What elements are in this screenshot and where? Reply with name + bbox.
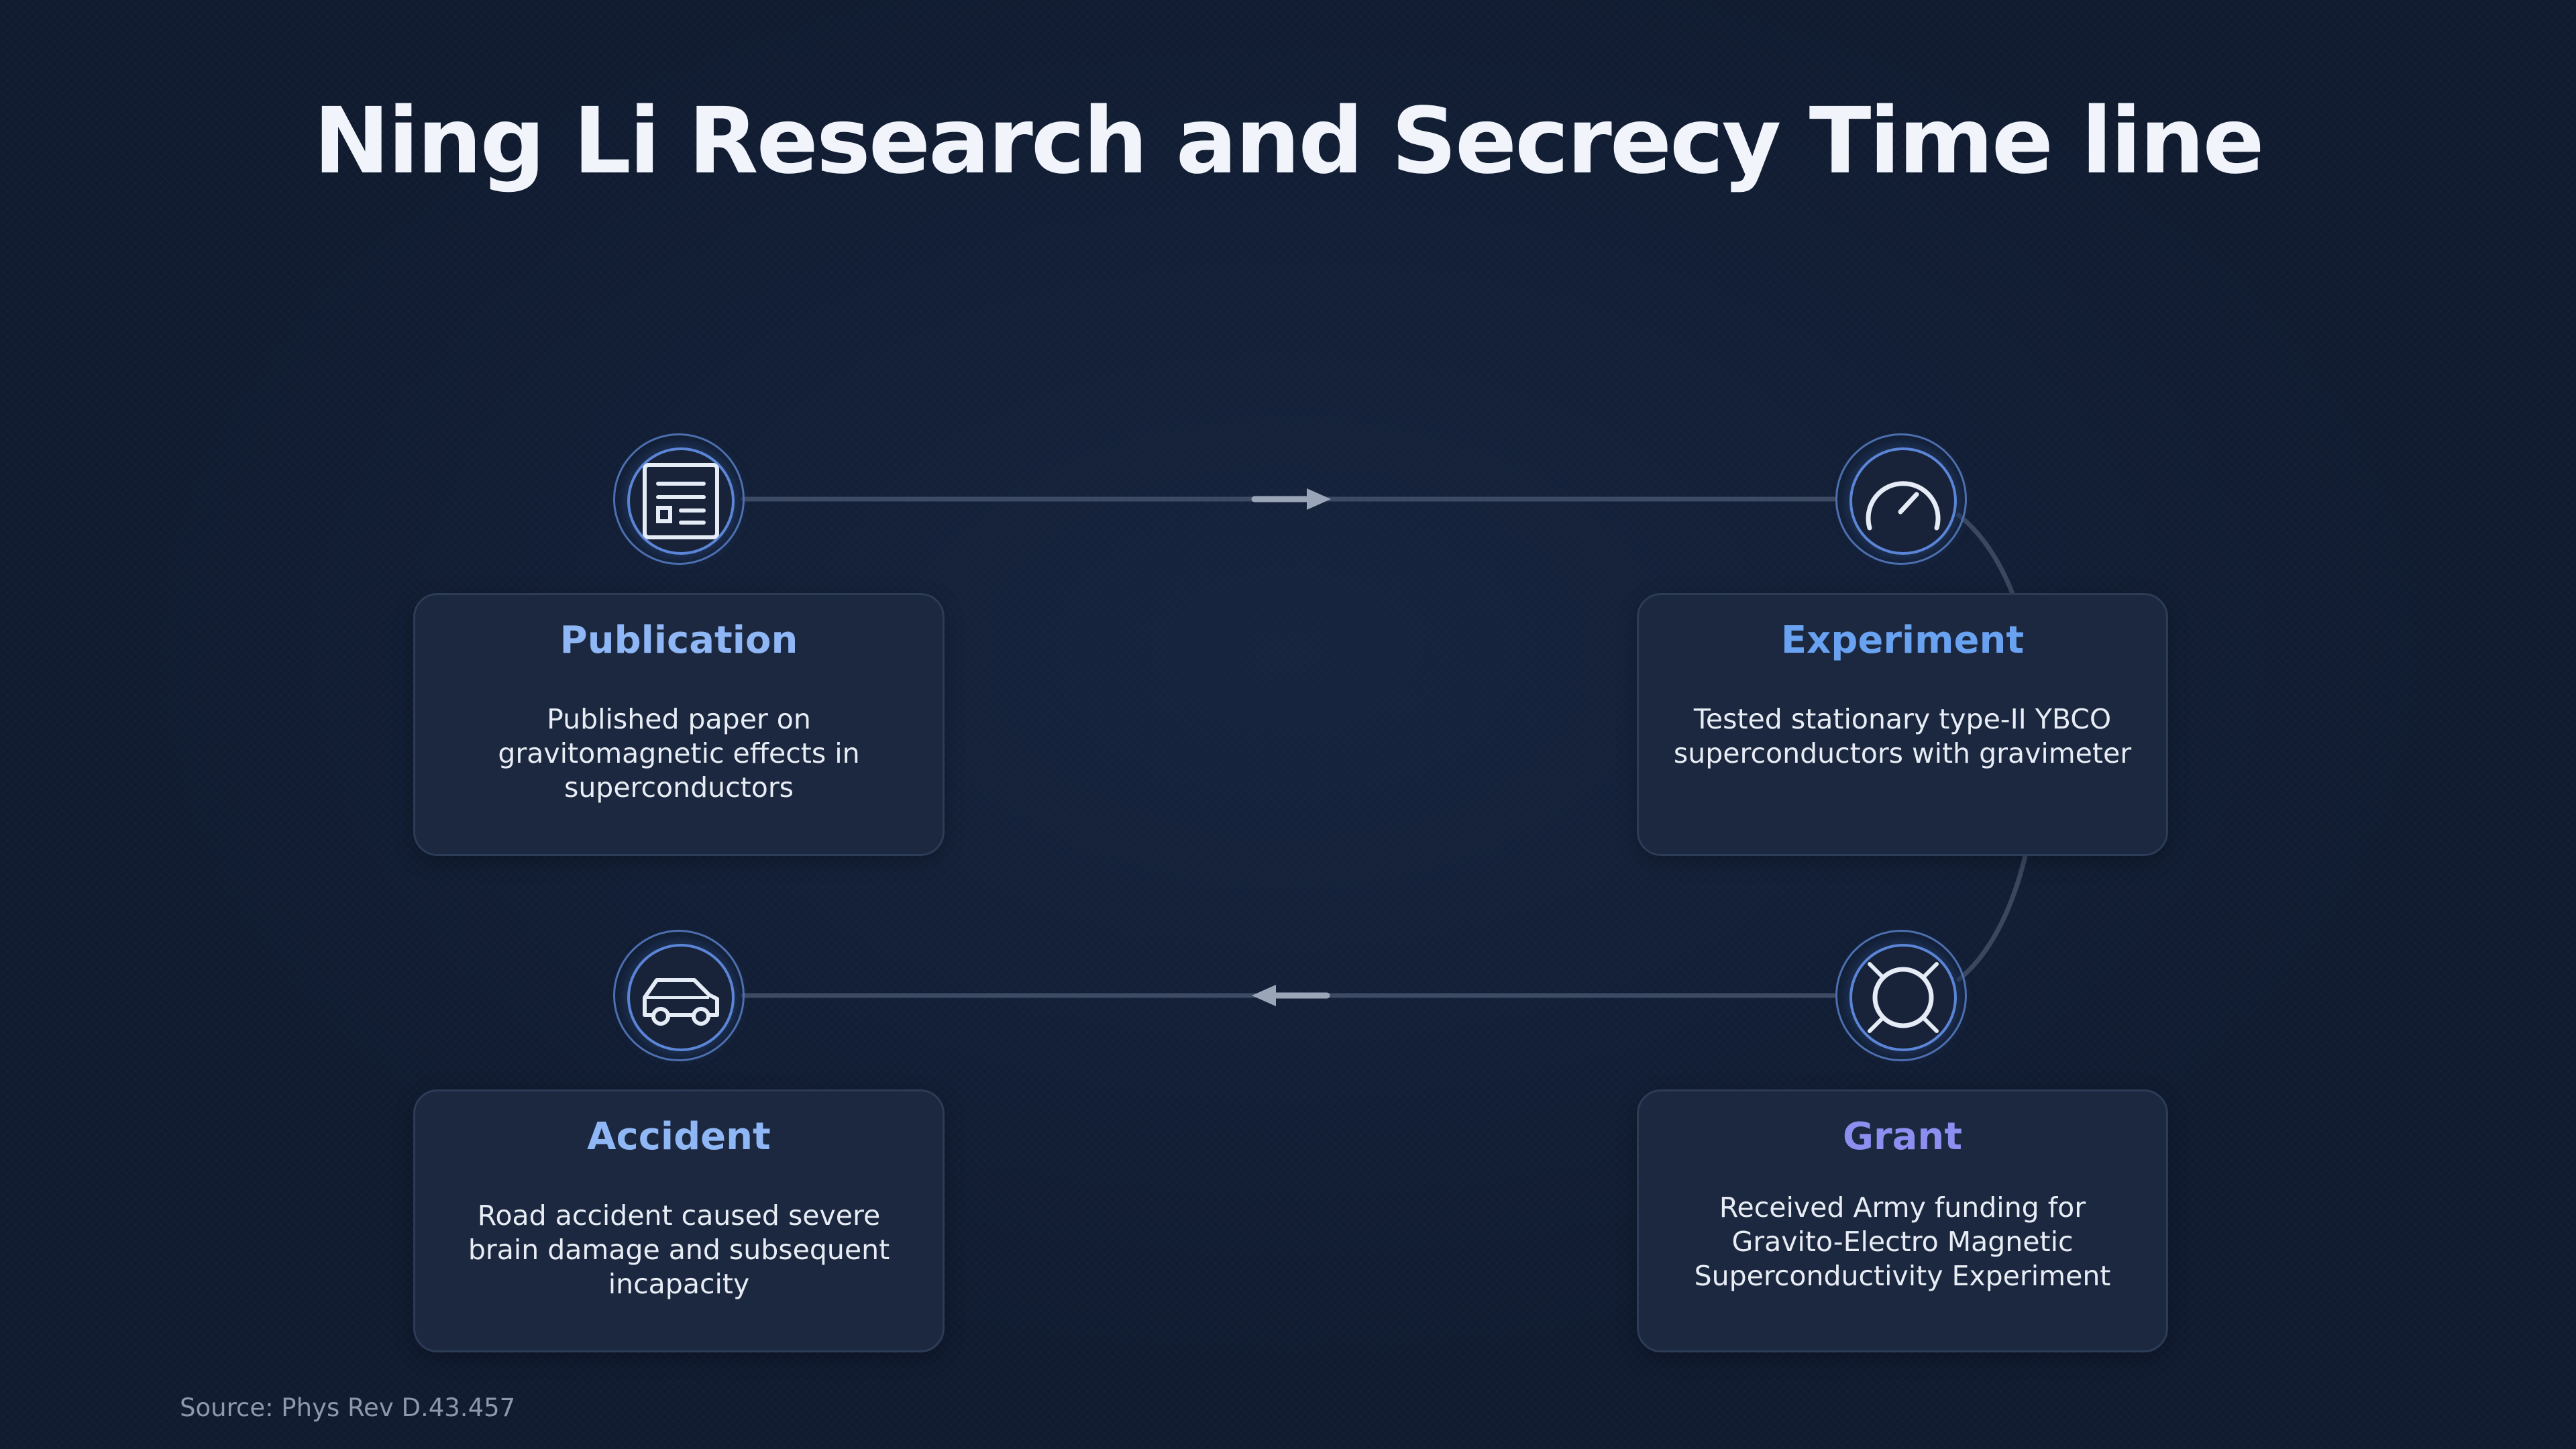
crosshair-icon [1868,962,1939,1033]
card-accident: Accident Road accident caused severe bra… [413,1089,945,1352]
node-grant [1835,930,1967,1061]
node-publication [613,433,745,565]
card-title: Accident [587,1115,771,1159]
card-description: Received Army funding for Gravito-Electr… [1694,1191,2111,1292]
node-accident [613,930,745,1061]
card-description: Tested stationary type-II YBCO supercond… [1673,703,2132,769]
card-experiment: Experiment Tested stationary type-II YBC… [1637,593,2168,856]
arrow-left-icon [1252,985,1330,1006]
card-title: Experiment [1780,619,2025,662]
card-publication: Publication Published paper on gravitoma… [413,593,945,856]
page-title: Ning Li Research and Secrecy Time line [313,89,2264,195]
node-experiment [1835,433,1967,565]
source-note: Source: Phys Rev D.43.457 [180,1393,516,1422]
arrow-right-icon [1251,488,1331,510]
card-description: Road accident caused severe brain damage… [468,1199,890,1300]
card-description: Published paper on gravitomagnetic effec… [498,703,860,804]
card-grant: Grant Received Army funding for Gravito-… [1637,1089,2168,1352]
gauge-icon [1866,481,1941,531]
document-icon [643,463,719,539]
card-title: Grant [1842,1115,1962,1159]
car-icon [643,978,719,1026]
card-title: Publication [559,619,798,662]
